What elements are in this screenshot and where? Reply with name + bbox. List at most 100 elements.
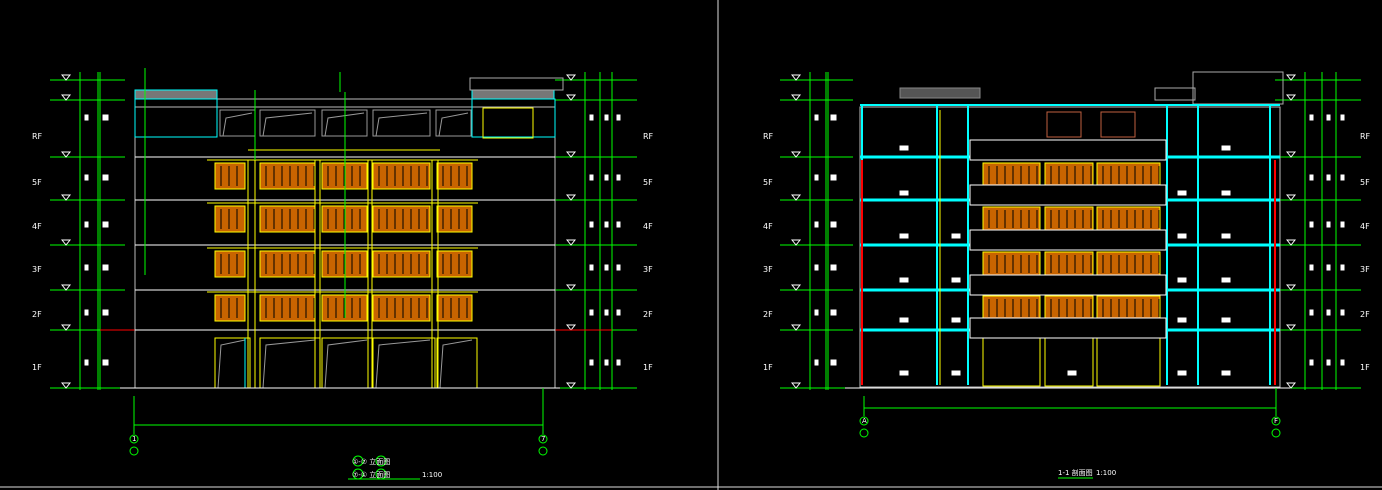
dimension-text [1340,114,1345,121]
room-label [951,317,961,323]
section-title: 1-1 剖面图 [1058,468,1093,477]
level-marker [565,194,577,201]
shopfront [372,337,436,389]
axis-label: F [1274,417,1278,425]
parapet-right [471,98,556,138]
dimension-text [604,309,609,316]
dimension-text [84,264,89,271]
room-label [899,277,909,283]
window-glyph [262,339,316,389]
window-glyph [222,112,253,137]
floor-label: RF [1360,132,1371,141]
dimension-text [814,264,819,271]
facade-panel [372,162,431,190]
room-label [899,190,909,196]
beam-band [969,274,1167,296]
dimension-text [589,221,594,228]
facade-panel [372,294,431,322]
floor-label: 3F [643,265,653,274]
facade-panel [982,251,1041,277]
dimension-text [1326,114,1331,121]
dimension-text [1309,221,1314,228]
roof-window [259,109,316,137]
dimension-text [1340,309,1345,316]
right-floor-labels: RF 5F 4F 3F 2F 1F RF 5F 4F 3F 2F 1F [763,132,1371,372]
room-label [1221,317,1231,323]
room-label [951,370,961,376]
floor-label: 5F [1360,178,1370,187]
roof-cap [1154,87,1196,101]
dimension-text [1326,174,1331,181]
dimension-text [1326,359,1331,366]
dimension-text [1340,221,1345,228]
level-marker [60,324,72,331]
level-marker [1285,382,1297,389]
level-marker [60,239,72,246]
floor-label: 5F [763,178,773,187]
dimension-text [604,221,609,228]
dimension-text [104,264,109,271]
dimension-text [1340,264,1345,271]
level-marker [565,382,577,389]
floor-label: 4F [763,222,773,231]
window-glyph [324,112,365,137]
dimension-text [814,114,819,121]
dimension-text [832,221,837,228]
dimension-text [604,174,609,181]
level-marker [790,324,802,331]
floor-label: 4F [32,222,42,231]
dimension-text [814,221,819,228]
level-marker [565,151,577,158]
level-marker [790,382,802,389]
shopfront [1096,337,1161,387]
dimension-text [104,359,109,366]
dimension-text [1309,114,1314,121]
dimension-text [84,221,89,228]
parapet-left [134,98,218,138]
facade-panel [259,162,316,190]
scale-label: 1:100 [1096,469,1116,477]
elevation-title: ①-⑦ 立面图 [352,457,390,466]
dimension-text [832,309,837,316]
room-label [1177,317,1187,323]
level-marker [790,151,802,158]
facade-panel [259,250,316,278]
roof-cap [899,87,981,99]
dimension-text [832,359,837,366]
facade-panel [214,162,246,190]
dimension-text [1326,309,1331,316]
level-marker [60,284,72,291]
room-label [1177,233,1187,239]
room-label [951,233,961,239]
level-marker [565,324,577,331]
facade-panel [214,294,246,322]
roof-window [435,109,472,137]
room-label [1177,190,1187,196]
room-label [1177,277,1187,283]
floor-label: 1F [32,363,42,372]
facade-panel [259,294,316,322]
floor-label: 2F [643,310,653,319]
beam-band [969,317,1167,339]
dimension-text [104,174,109,181]
facade-panel [372,250,431,278]
dimension-text [84,309,89,316]
facade-panel [1044,251,1094,277]
room-label [1221,277,1231,283]
stair-tower [1192,71,1284,105]
dimension-text [604,114,609,121]
shopfront [1044,337,1094,387]
room-label [1221,233,1231,239]
right-title-block: 1-1 剖面图 1:100 [1058,468,1116,479]
floor-label: 2F [763,310,773,319]
dimension-text [104,221,109,228]
dimension-text [1340,174,1345,181]
left-floor-labels: RF 5F 4F 3F 2F 1F RF 5F 4F 3F 2F 1F [32,132,654,372]
beam-band [969,184,1167,206]
floor-label: 1F [643,363,653,372]
floor-label: RF [32,132,43,141]
dimension-text [604,359,609,366]
dimension-text [589,264,594,271]
level-marker [565,284,577,291]
window-glyph [375,112,428,137]
